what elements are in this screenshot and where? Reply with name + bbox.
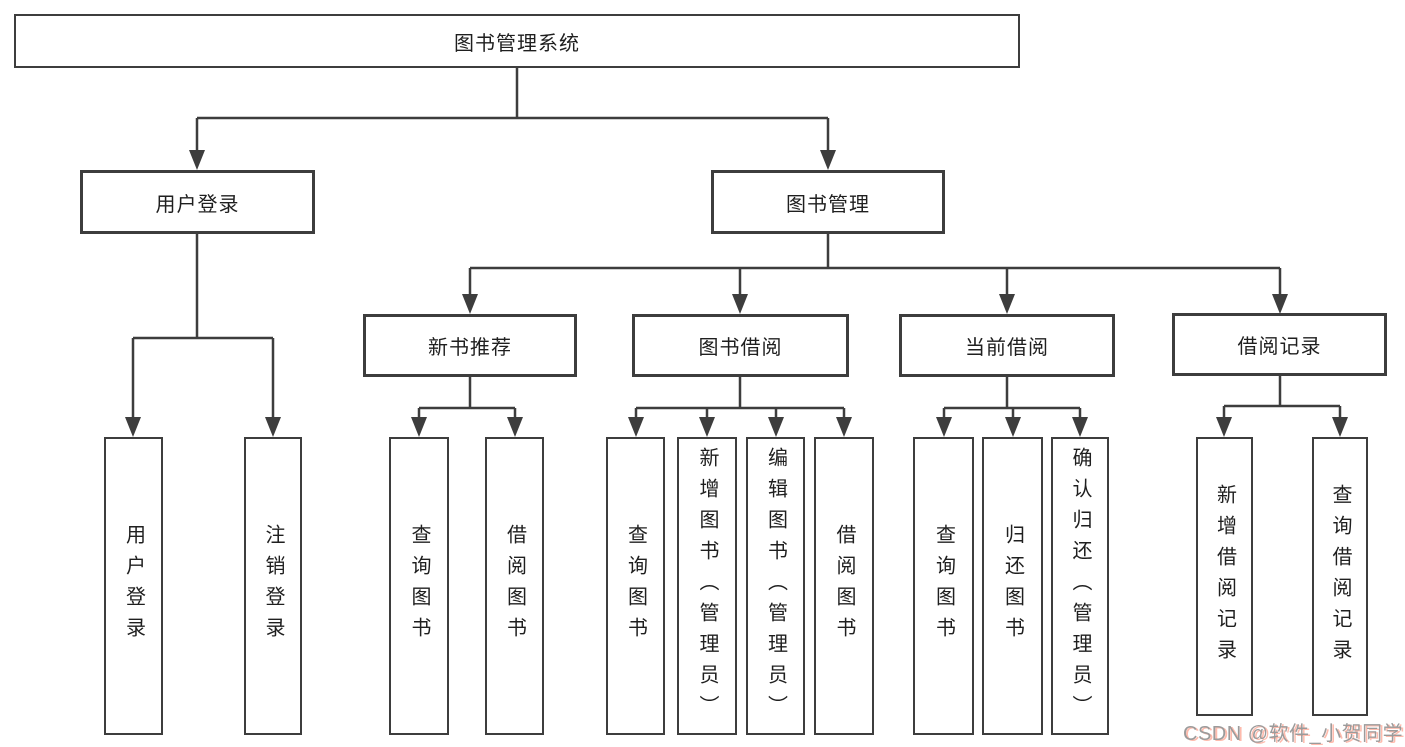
node-user-login: 用户登录 (80, 170, 315, 234)
node-borrow-record: 借阅记录 (1172, 313, 1387, 376)
leaf-borrow-books: 借阅图书 (814, 437, 874, 735)
leaf-add-borrow-record-label: 新增借阅记录 (1213, 483, 1236, 670)
leaf-user-login: 用户登录 (104, 437, 163, 735)
leaf-user-login-label: 用户登录 (122, 524, 145, 648)
leaf-query-books-label: 查询图书 (408, 524, 430, 648)
node-root-label: 图书管理系统 (454, 32, 580, 55)
watermark: CSDN @软件_小贺同学 (1183, 723, 1404, 745)
leaf-return-books: 归还图书 (982, 437, 1043, 735)
node-book-borrow: 图书借阅 (632, 314, 849, 377)
leaf-return-books-label: 归还图书 (1001, 524, 1024, 648)
leaf-confirm-return-admin-label: 确认归还（管理员） (1069, 446, 1091, 726)
leaf-query-borrow-record-label: 查询借阅记录 (1329, 483, 1351, 670)
leaf-borrow-books-label: 借阅图书 (503, 524, 526, 648)
node-book-management: 图书管理 (711, 170, 945, 234)
leaf-query-books-label: 查询图书 (932, 524, 955, 648)
leaf-query-books-label: 查询图书 (624, 524, 647, 648)
leaf-logout-login-label: 注销登录 (262, 524, 284, 648)
leaf-add-borrow-record: 新增借阅记录 (1196, 437, 1253, 716)
leaf-edit-books-admin-label: 编辑图书（管理员） (764, 446, 787, 726)
leaf-borrow-books: 借阅图书 (485, 437, 544, 735)
node-book-management-label: 图书管理 (786, 193, 870, 216)
leaf-confirm-return-admin: 确认归还（管理员） (1051, 437, 1109, 735)
node-current-borrow-label: 当前借阅 (965, 337, 1049, 359)
node-user-login-label: 用户登录 (155, 193, 240, 216)
leaf-logout-login: 注销登录 (244, 437, 302, 735)
leaf-query-books: 查询图书 (389, 437, 449, 735)
connector-path (131, 68, 1342, 420)
leaf-query-books: 查询图书 (606, 437, 665, 735)
node-new-book-recommend-label: 新书推荐 (428, 337, 512, 359)
node-current-borrow: 当前借阅 (899, 314, 1115, 377)
node-borrow-record-label: 借阅记录 (1237, 336, 1322, 358)
node-new-book-recommend: 新书推荐 (363, 314, 577, 377)
leaf-borrow-books-label: 借阅图书 (833, 524, 855, 648)
node-book-borrow-label: 图书借阅 (698, 337, 783, 359)
leaf-query-books: 查询图书 (913, 437, 974, 735)
leaf-add-books-admin-label: 新增图书（管理员） (696, 446, 718, 726)
leaf-edit-books-admin: 编辑图书（管理员） (746, 437, 805, 735)
node-root: 图书管理系统 (14, 14, 1020, 68)
leaf-query-borrow-record: 查询借阅记录 (1312, 437, 1368, 716)
leaf-add-books-admin: 新增图书（管理员） (677, 437, 737, 735)
